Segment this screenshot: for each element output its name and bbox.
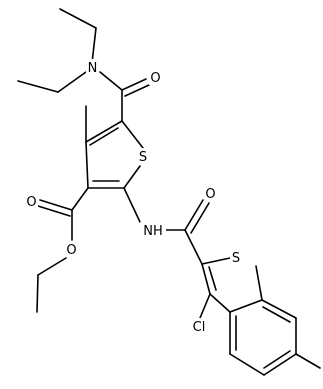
bond-bt-c2-s [201, 257, 231, 265]
bond-bz-c5-c6-inner [263, 350, 291, 369]
bond-bz-c7-c7a-inner [262, 306, 291, 323]
atom-ester-o-carbonyl: O [25, 193, 38, 210]
bond-ethyl2-ch2-ch3 [17, 80, 59, 93]
bond-amide-carbonyl-b [124, 84, 150, 97]
bond-ester-ch2-ch3 [36, 274, 39, 313]
bond-ring-ester-carbon [71, 187, 89, 211]
bond-ester-carbonyl-b [37, 205, 71, 217]
atom-amide2-o: O [204, 185, 217, 202]
atom-ester-o-ether: O [65, 241, 78, 258]
bond-bt-c3a-c3 [209, 293, 231, 313]
atom-cl: Cl [189, 318, 209, 335]
bond-bt-c3-c2-inner [208, 266, 217, 291]
bond-ester-carbonyl-a [39, 199, 73, 211]
bond-bt-c7a-c3a [229, 299, 263, 313]
atom-nh-label: NH [143, 224, 163, 239]
atom-benzothiophene-s: S [230, 249, 242, 266]
bond-n-ethyl1-ch2 [91, 27, 97, 64]
bond-n-ethyl2-ch2 [57, 71, 87, 93]
atom-benzothiophene-s-label: S [232, 251, 240, 266]
bonds [17, 8, 321, 376]
bond-amide-carbonyl-a [121, 78, 147, 91]
bond-ring-c5-s [121, 120, 144, 149]
bond-bt-s-c7a [255, 265, 263, 301]
bond-ring-nh [123, 187, 141, 223]
bond-ring-c5-c4-inner [89, 127, 119, 146]
atom-thiophene-s-label: S [139, 150, 147, 165]
bond-ring-c5-c4 [85, 120, 123, 143]
atom-thiophene-s: S [137, 148, 149, 165]
bond-bz-c7-c7a [261, 299, 297, 319]
bond-ring-c3-c4 [85, 141, 89, 189]
atom-amide-o-label: O [150, 71, 160, 86]
atom-ester-o-ether-label: O [66, 243, 76, 258]
atom-amide-o: O [149, 69, 162, 86]
bond-bz-c5-c6 [263, 353, 297, 376]
atom-amide-n-label: N [88, 61, 98, 76]
atom-cl-label: Cl [193, 320, 206, 335]
bond-bt-c3-cl [199, 293, 211, 319]
atom-labels: N O S O O NH O S [25, 59, 242, 335]
bond-bz-c4-c5 [229, 353, 265, 376]
bond-n-amide-carbon [99, 71, 123, 91]
bond-amide2-carbonyl-a [184, 199, 204, 231]
bond-ring-s-c2 [123, 165, 141, 189]
bond-ester-oxygen-ch2 [37, 257, 67, 276]
bond-amide2-carbon-ring [184, 229, 203, 265]
bond-amide2-carbonyl-b [190, 202, 210, 234]
atom-ester-o-carbonyl-label: O [26, 195, 36, 210]
atom-amide2-o-label: O [205, 187, 215, 202]
atom-nh: NH [140, 222, 166, 239]
bond-bz-methyl [295, 353, 321, 369]
atom-amide-n: N [86, 59, 99, 76]
bond-bt-c3-c2 [201, 263, 211, 295]
bond-ethyl1-ch2-ch3 [59, 8, 97, 29]
